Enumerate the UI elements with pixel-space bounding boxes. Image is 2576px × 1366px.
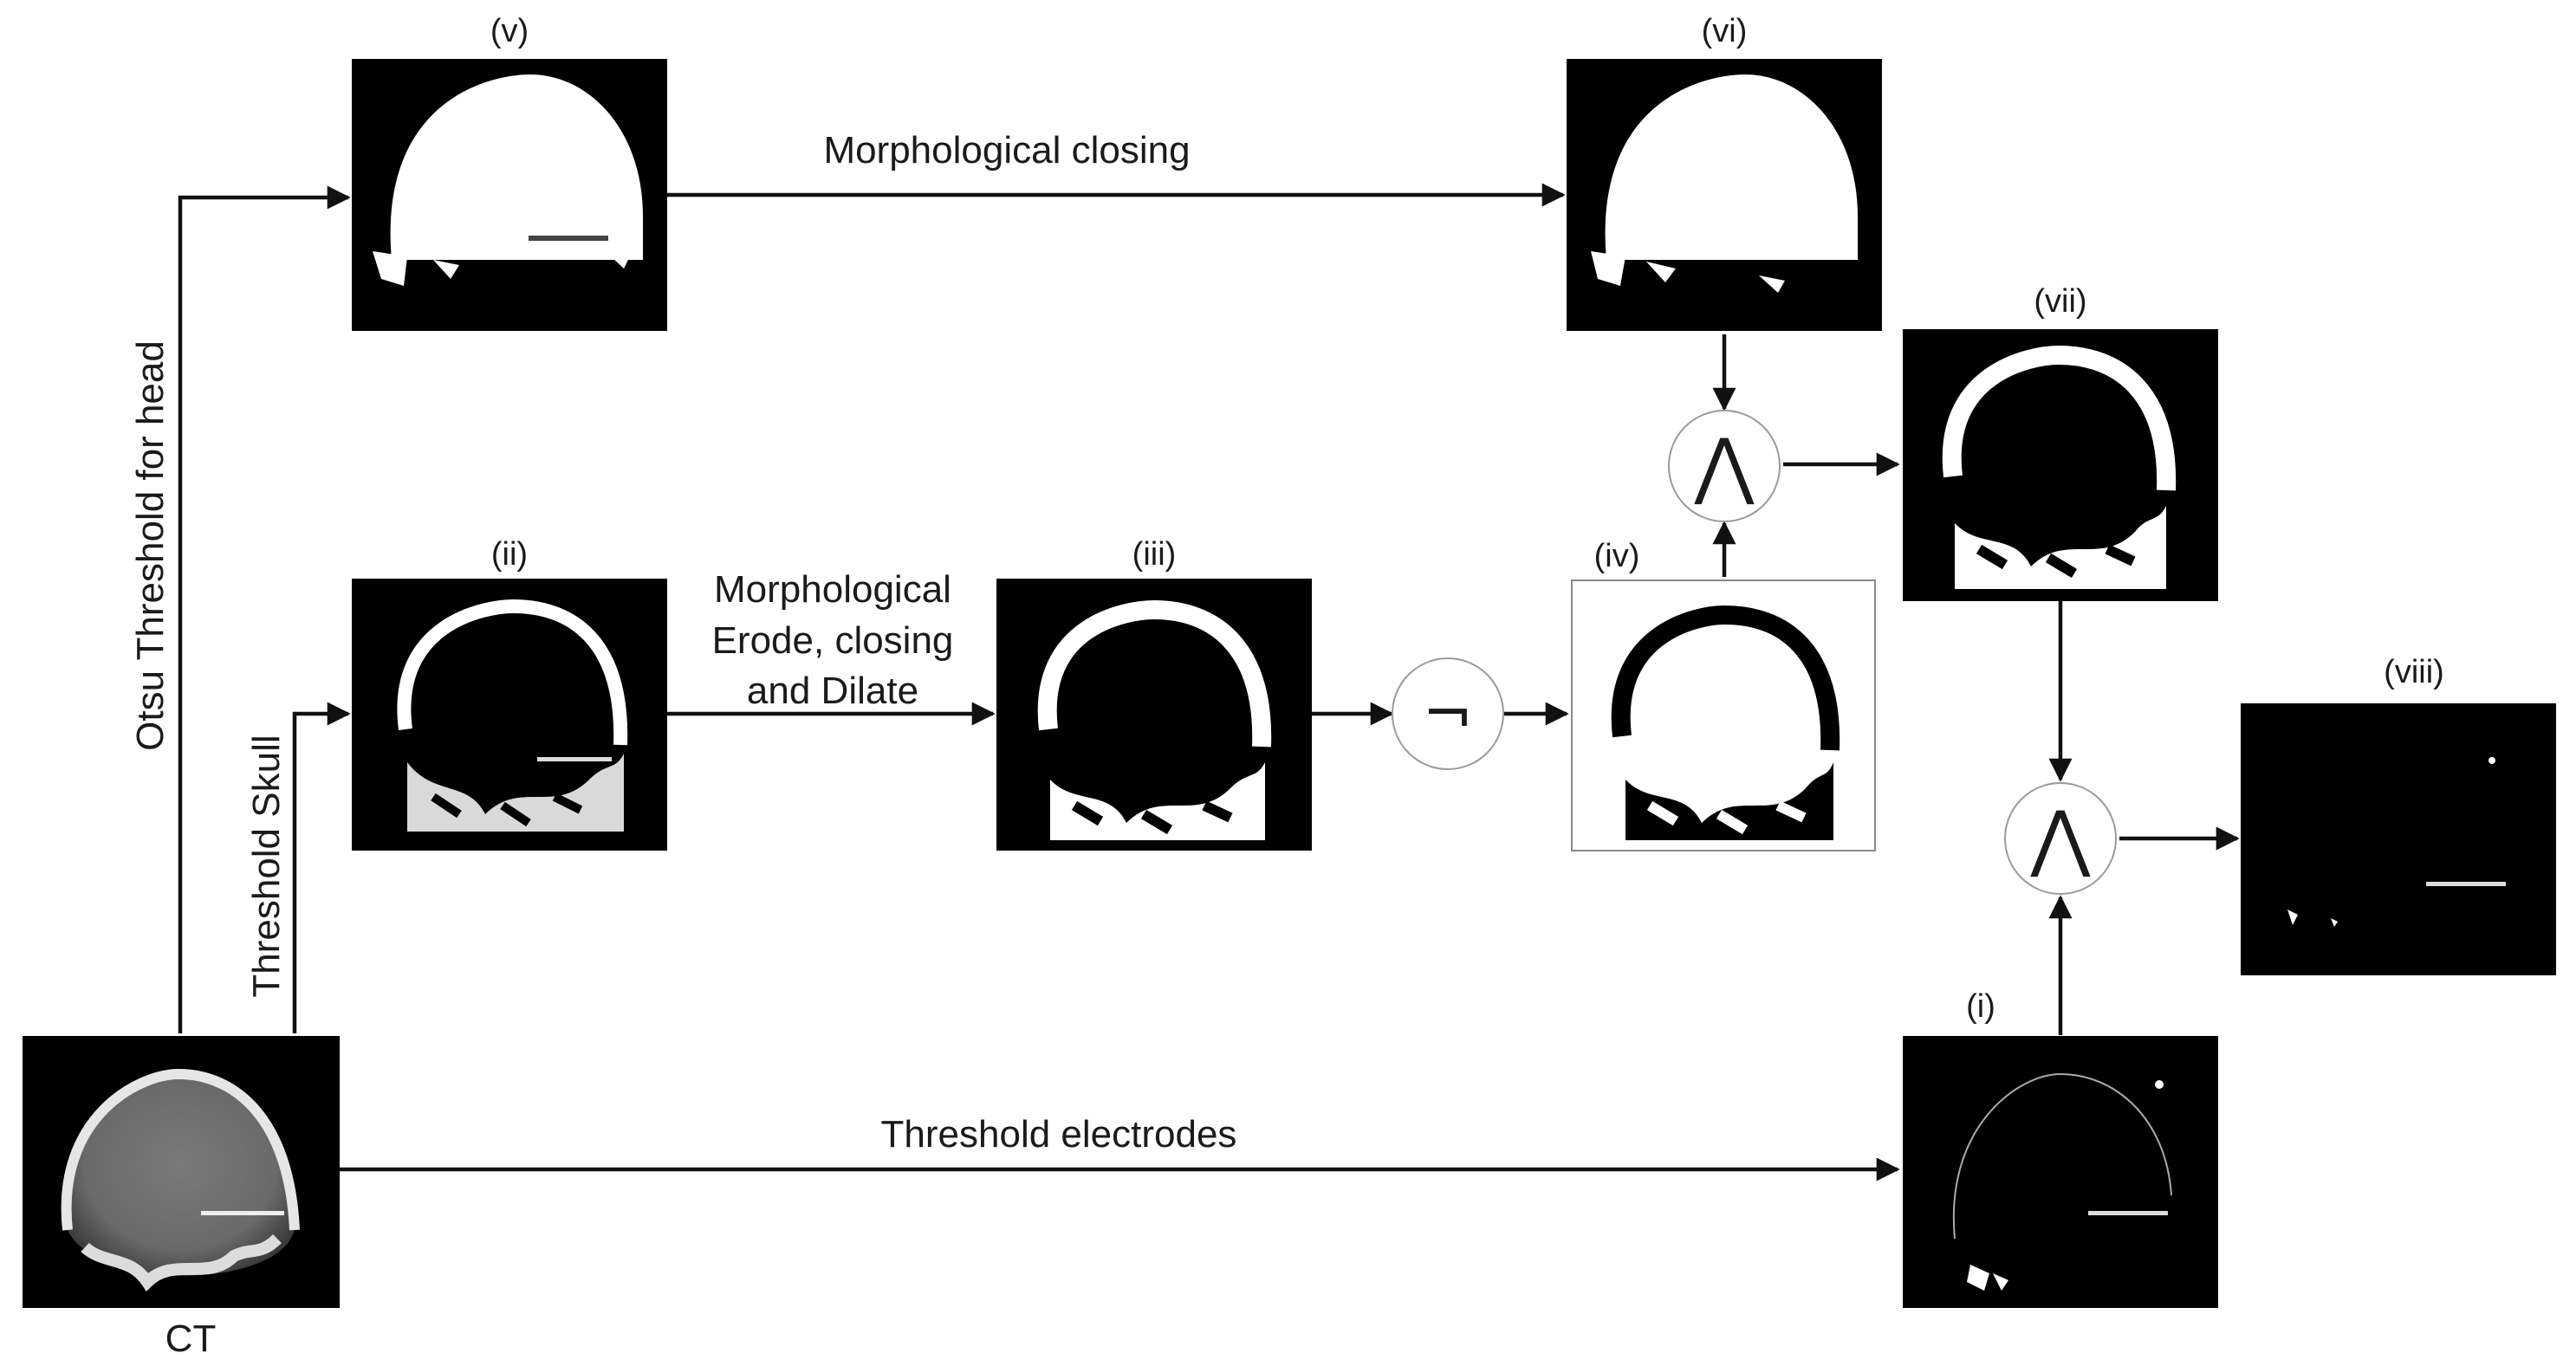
panel-vii: (vii) [1903, 283, 2218, 601]
panel-i-label: (i) [1966, 988, 1995, 1025]
operator-and-top: ⋀ [1668, 410, 1781, 522]
operator-not: ¬ [1392, 657, 1504, 770]
not-symbol: ¬ [1423, 678, 1474, 749]
panel-iii: (iii) [996, 536, 1312, 851]
edge-label-morph-line1: Morphological [714, 568, 951, 611]
operator-and-bottom: ⋀ [2004, 782, 2117, 895]
panel-iv: (iv) [1571, 538, 1876, 851]
and-top-node [1668, 410, 1781, 522]
panel-ct: CT [23, 1036, 340, 1360]
edges [178, 183, 2240, 1181]
edge-label-threshold-skull: Threshold Skull [245, 735, 288, 997]
edge-label-otsu: Otsu Threshold for head [129, 340, 172, 751]
panel-ii: (ii) [352, 536, 667, 851]
panel-ct-label: CT [165, 1317, 217, 1360]
panel-vii-label: (vii) [2034, 283, 2086, 320]
panel-viii: (viii) [2241, 654, 2556, 975]
edge-label-threshold-electrodes: Threshold electrodes [881, 1113, 1237, 1156]
panel-i-image [1903, 1036, 2218, 1308]
not-node [1392, 657, 1504, 770]
edge-label-morph-closing: Morphological closing [823, 129, 1190, 172]
panel-i: (i) [1903, 988, 2218, 1308]
panel-v: (v) [352, 13, 667, 331]
and-top-symbol: ⋀ [1694, 423, 1755, 508]
panel-iv-label: (iv) [1594, 538, 1640, 574]
panel-vi: (vi) [1567, 13, 1882, 331]
edge-label-morph-line2: Erode, closing [712, 619, 954, 662]
panel-iii-label: (iii) [1132, 536, 1177, 573]
and-bottom-symbol: ⋀ [2030, 795, 2092, 880]
panel-v-label: (v) [490, 13, 529, 49]
panel-viii-label: (viii) [2384, 654, 2444, 690]
edge-ct-to-ii [292, 702, 351, 1033]
panel-ii-label: (ii) [491, 536, 528, 573]
panel-vi-label: (vi) [1702, 13, 1748, 49]
and-bottom-node [2004, 782, 2117, 895]
edge-label-morph-line3: and Dilate [747, 670, 918, 712]
edge-ct-to-v [178, 185, 351, 1033]
panel-viii-image [2241, 703, 2556, 975]
